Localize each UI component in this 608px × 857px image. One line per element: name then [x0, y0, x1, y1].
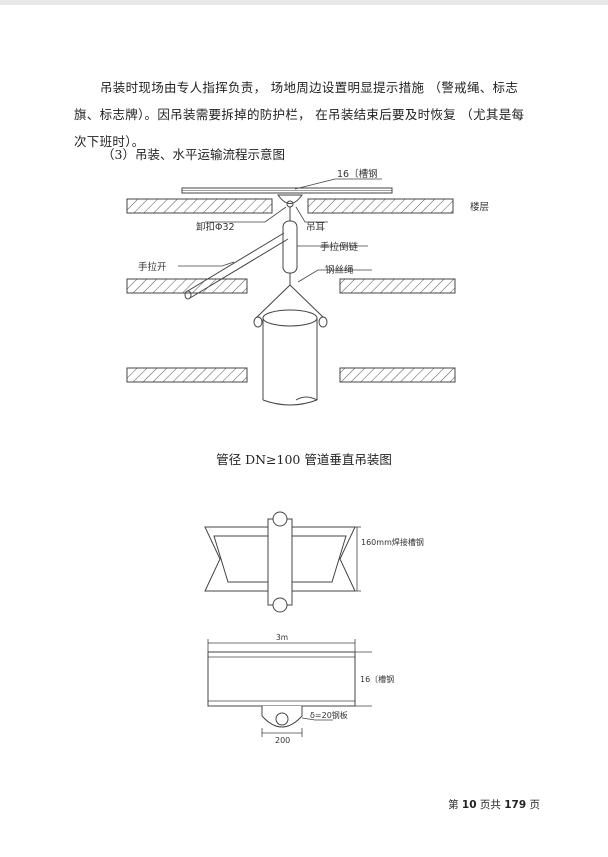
- floor-slab-low-right: [339, 367, 456, 383]
- page-total: 179: [504, 799, 527, 811]
- floor-slab-mid-right: [339, 278, 456, 294]
- label-chain-hoist: 手拉倒链: [320, 241, 359, 253]
- floor-slab-left: [126, 198, 273, 214]
- floor-slab-mid-left: [126, 278, 248, 294]
- floor-slab-right: [307, 198, 454, 214]
- label-welded-channel: 160mm焊接槽钢: [361, 537, 424, 547]
- label-lifting-lug: 吊耳: [306, 222, 325, 233]
- pipe-top: [262, 309, 318, 327]
- label-length: 3m: [276, 633, 288, 642]
- label-channel-steel-3: 16〔槽钢: [360, 674, 394, 684]
- chain-hoist: [282, 220, 298, 274]
- page-footer: 第 10 页共 179 页: [448, 799, 540, 811]
- body-paragraph: 吊装时现场由专人指挥负责， 场地周边设置明显提示措施 （警戒绳、标志旗、标志牌）…: [74, 74, 534, 155]
- label-width: 200: [275, 736, 290, 745]
- welded-channel-section: 160mm焊接槽钢: [204, 511, 424, 613]
- floor-slab-low-left: [126, 367, 248, 383]
- label-hand-pull: 手拉开: [138, 261, 167, 273]
- channel-beam-elevation: 3m 16〔槽钢 δ=20钢板 200: [207, 633, 394, 745]
- page-number: 10: [461, 799, 477, 811]
- vertical-hoisting-diagram: 16〔槽钢 楼层 卸扣Φ32 吊耳 手拉倒链 手拉开 钢丝绳: [126, 168, 489, 406]
- top-edge: [0, 0, 608, 5]
- diagram-caption: 管径 DN≥100 管道垂直吊装图: [216, 452, 392, 467]
- label-wire-rope: 钢丝绳: [325, 264, 354, 276]
- label-channel-steel: 16〔槽钢: [337, 168, 378, 180]
- section-heading: （3）吊装、水平运输流程示意图: [102, 147, 285, 162]
- label-plate: δ=20钢板: [310, 710, 348, 720]
- label-shackle: 卸扣Φ32: [196, 221, 235, 233]
- lifting-lug: [277, 194, 303, 204]
- paragraph-text: 吊装时现场由专人指挥负责， 场地周边设置明显提示措施 （警戒绳、标志旗、标志牌）…: [74, 80, 525, 149]
- label-floor: 楼层: [470, 201, 489, 213]
